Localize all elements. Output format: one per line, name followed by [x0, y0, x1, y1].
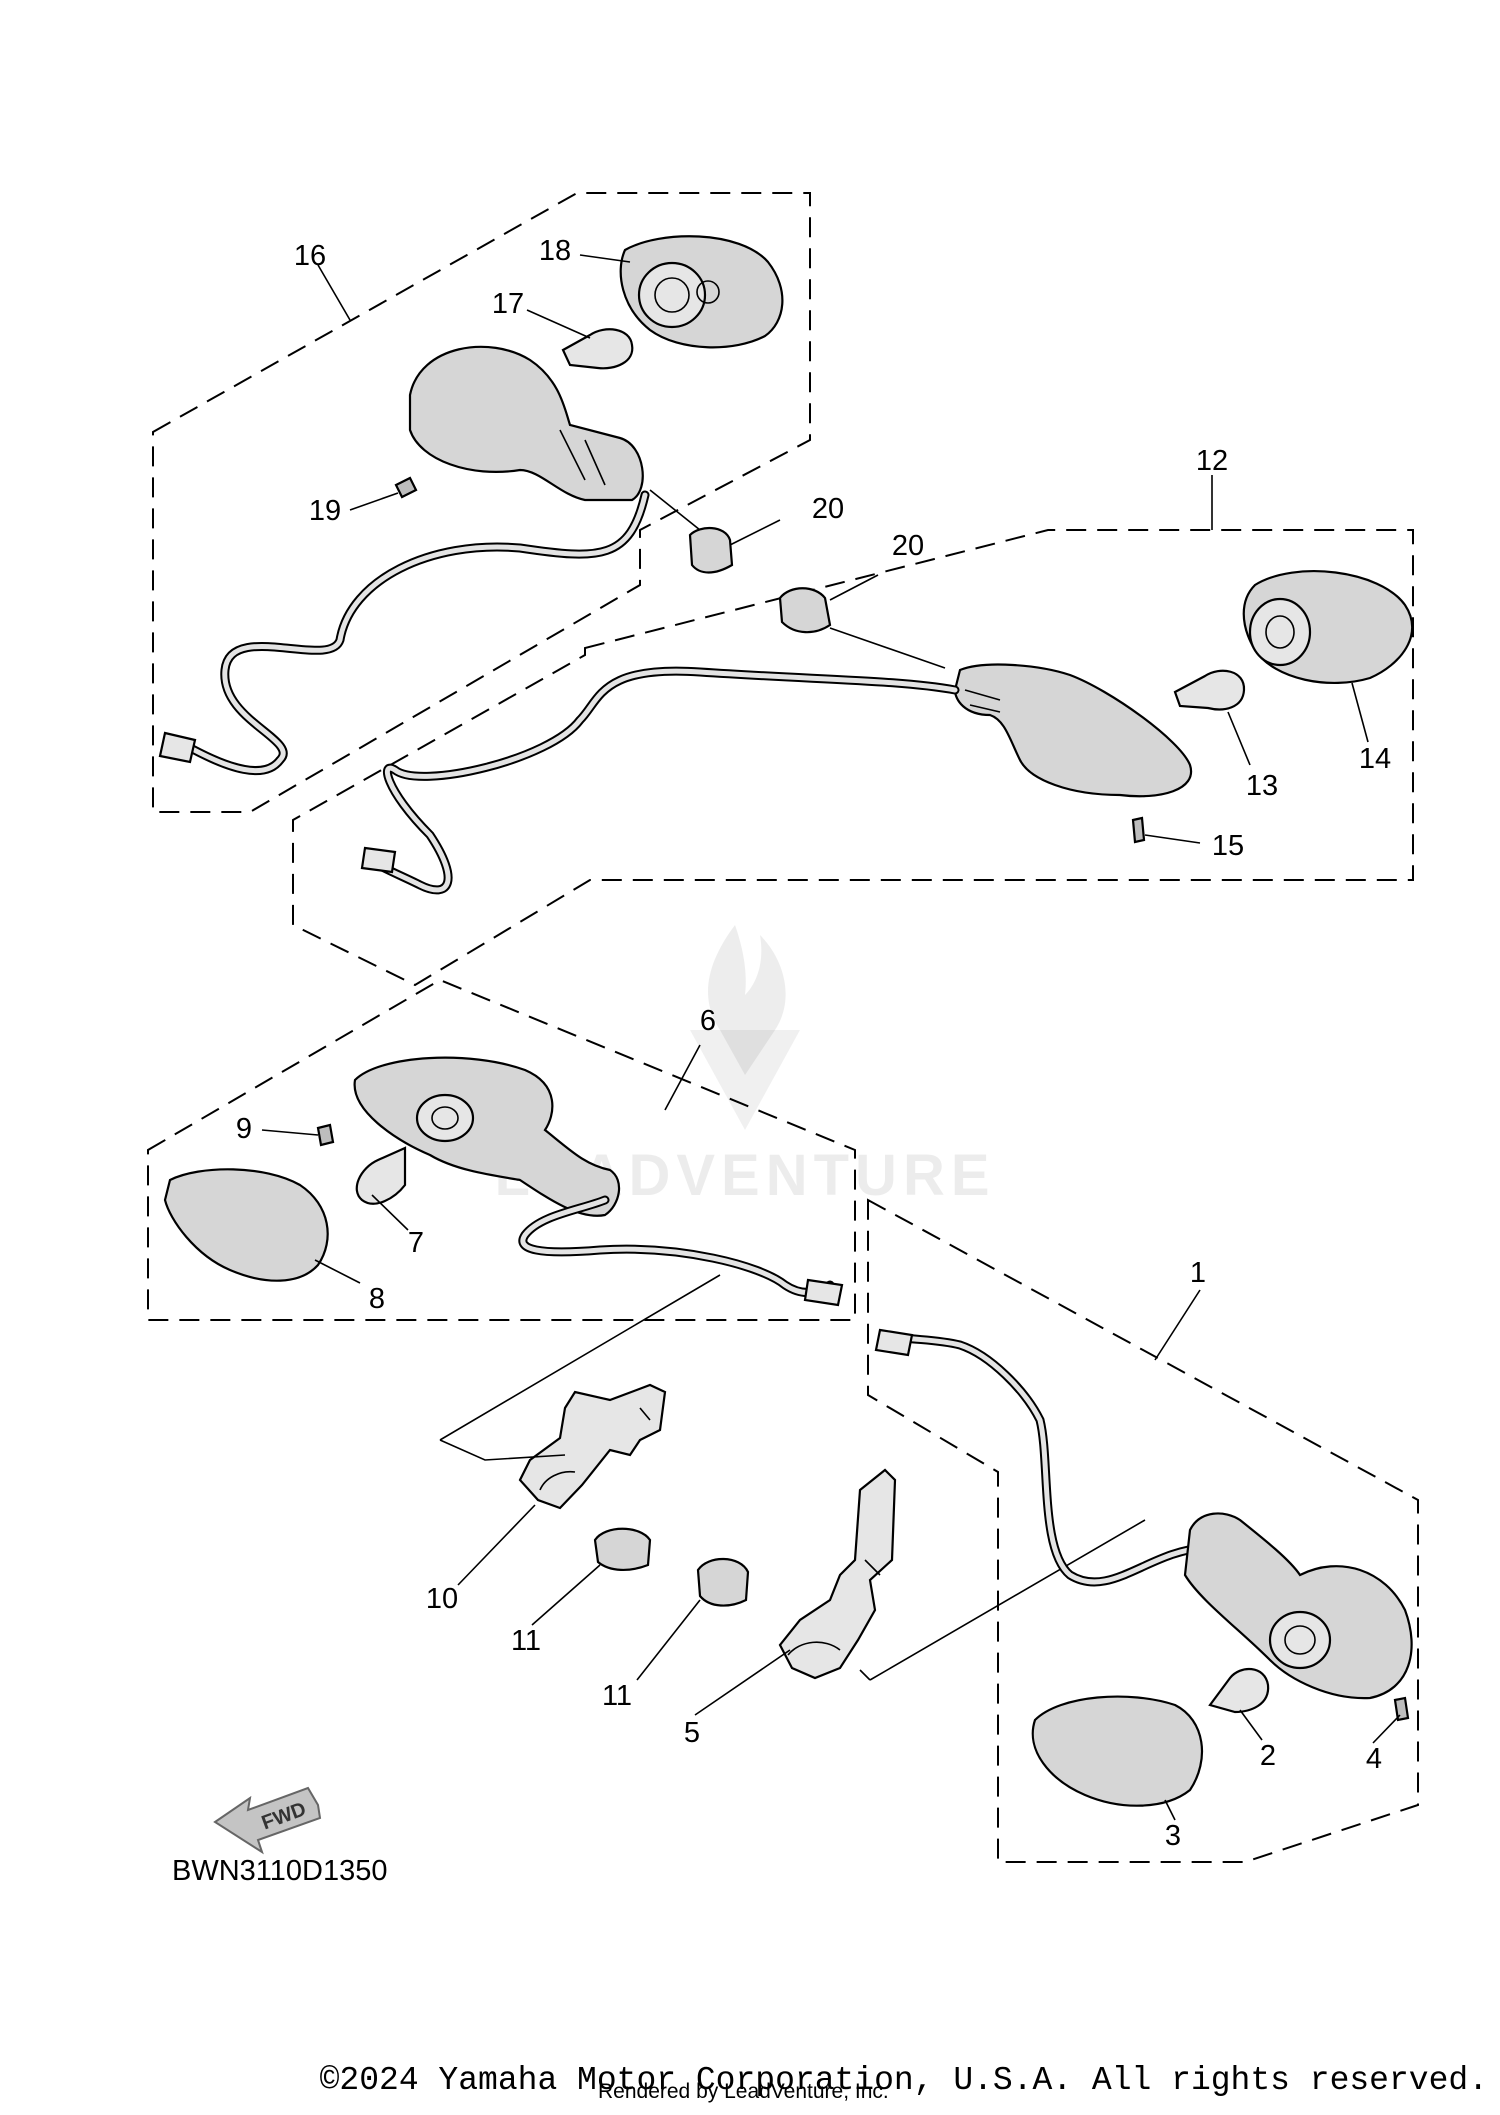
- v-logo-icon: [690, 1030, 800, 1130]
- callout-5: 5: [684, 1717, 700, 1749]
- grommet-20-a: [688, 527, 734, 574]
- callout-20-a: 20: [812, 493, 844, 525]
- callout-6: 6: [700, 1005, 716, 1037]
- turn-signal-assembly-6: [163, 1056, 844, 1307]
- forward-direction-indicator: FWD: [213, 1786, 322, 1855]
- part-code: BWN3110D1350: [172, 1855, 387, 1887]
- callout-16: 16: [294, 240, 326, 272]
- turn-signal-assembly-16: [158, 235, 784, 776]
- callout-19: 19: [309, 495, 341, 527]
- grommet-11-a: [593, 1527, 652, 1571]
- turn-signal-assembly-1: [874, 1328, 1413, 1807]
- grommet-20-b: [778, 587, 832, 634]
- group-outline-16: [152, 192, 811, 813]
- lamp-body-12: [953, 663, 1193, 798]
- bracket-10: [518, 1383, 667, 1510]
- lamp-body-6: [353, 1056, 621, 1217]
- connector-6: [803, 1278, 844, 1307]
- callout-11-b: 11: [602, 1680, 632, 1712]
- callout-7: 7: [408, 1227, 424, 1259]
- bulb-7: [355, 1146, 407, 1205]
- connector-1: [874, 1328, 914, 1357]
- callout-17: 17: [492, 288, 524, 320]
- rendered-by-credit: Rendered by LeadVenture, Inc.: [598, 2080, 889, 2103]
- turn-signal-assembly-12: [360, 570, 1414, 895]
- callout-8: 8: [369, 1283, 385, 1315]
- lens-8: [163, 1168, 329, 1282]
- group-outline-1: [867, 1198, 1419, 1863]
- callout-20-b: 20: [892, 530, 924, 562]
- callout-1: 1: [1190, 1257, 1206, 1289]
- bulb-socket-14: [1248, 597, 1312, 667]
- bulb-2: [1208, 1668, 1270, 1714]
- bracket-5: [778, 1468, 897, 1680]
- leader-lines: [261, 254, 1401, 1821]
- grommet-11-b: [696, 1557, 750, 1607]
- screw-15: [1131, 816, 1146, 844]
- fwd-arrow-icon: [213, 1786, 322, 1855]
- callout-10: 10: [426, 1583, 458, 1615]
- flame-logo-icon: [708, 925, 786, 1075]
- connector-12: [360, 846, 397, 874]
- bulb-13: [1173, 669, 1246, 711]
- group-outline-12: [292, 529, 1414, 987]
- callout-4: 4: [1366, 1743, 1382, 1775]
- screw-19: [394, 476, 418, 499]
- bulb-socket-6: [415, 1093, 475, 1143]
- callout-3: 3: [1165, 1820, 1181, 1852]
- bulb-socket-18: [637, 261, 707, 329]
- copyright-notice: ©2024 Yamaha Motor Corporation, U.S.A. A…: [319, 2062, 1488, 2099]
- callout-2: 2: [1260, 1740, 1276, 1772]
- connector-16: [158, 731, 197, 764]
- bulb-17: [561, 328, 634, 370]
- lens-3: [1031, 1695, 1204, 1807]
- callout-18: 18: [539, 235, 571, 267]
- lamp-body-1: [1183, 1512, 1413, 1700]
- callout-9: 9: [236, 1113, 252, 1145]
- group-outline-6: [147, 978, 856, 1321]
- callout-15: 15: [1212, 830, 1244, 862]
- bulb-socket-1: [1268, 1610, 1332, 1670]
- screw-4: [1393, 1696, 1410, 1722]
- brackets: [439, 1274, 1146, 1681]
- callout-13: 13: [1246, 770, 1278, 802]
- screw-9: [316, 1123, 335, 1147]
- callout-labels: 1 2 3 4 5 6 7 8 9 10 11 11 12 13 14 15 1…: [236, 235, 1391, 1852]
- wire-harness-12: [363, 666, 960, 895]
- callout-11-a: 11: [511, 1625, 541, 1657]
- callout-12: 12: [1196, 445, 1228, 477]
- callout-14: 14: [1359, 743, 1391, 775]
- lamp-body-16: [408, 345, 644, 502]
